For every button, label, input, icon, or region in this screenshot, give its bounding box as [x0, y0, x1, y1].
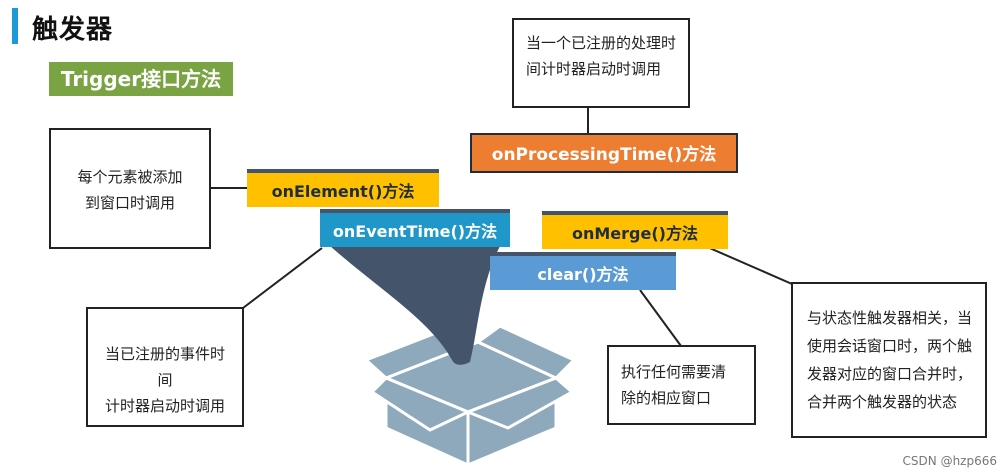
note-processing-time: 当一个已注册的处理时 间计时器启动时调用 [512, 18, 690, 108]
note-line: 间计时器启动时调用 [526, 60, 662, 78]
note-line: 发器对应的窗口合并时， [807, 365, 973, 383]
note-line: 合并两个触发器的状态 [807, 393, 958, 411]
watermark: CSDN @hzp666 [902, 454, 997, 468]
title-accent-bar [12, 8, 18, 44]
note-line: 当已注册的事件时间 [104, 345, 225, 389]
connector-event-time [242, 247, 323, 309]
note-line: 每个元素被添加 [77, 168, 183, 186]
connector-clear [639, 289, 682, 347]
note-line: 除的相应窗口 [621, 389, 712, 407]
method-on-processing-time: onProcessingTime()方法 [470, 133, 738, 173]
note-line: 当一个已注册的处理时 [526, 34, 677, 52]
note-line: 到窗口时调用 [84, 194, 175, 212]
note-merge: 与状态性触发器相关，当 使用会话窗口时，两个触 发器对应的窗口合并时， 合并两个… [791, 282, 987, 438]
connector-merge [704, 245, 793, 285]
note-line: 执行任何需要清 [621, 363, 727, 381]
method-on-event-time: onEventTime()方法 [320, 209, 510, 247]
note-event-time: 当已注册的事件时间 计时器启动时调用 [86, 307, 244, 427]
note-clear: 执行任何需要清 除的相应窗口 [607, 345, 756, 425]
funnel-shape [330, 246, 500, 365]
method-clear: clear()方法 [490, 252, 676, 290]
note-line: 计时器启动时调用 [104, 397, 225, 415]
section-subtitle: Trigger接口方法 [49, 62, 233, 96]
method-on-element: onElement()方法 [247, 169, 439, 207]
method-on-merge: onMerge()方法 [542, 211, 728, 249]
note-line: 与状态性触发器相关，当 [807, 309, 973, 327]
note-element: 每个元素被添加 到窗口时调用 [49, 128, 211, 249]
note-line: 使用会话窗口时，两个触 [807, 337, 973, 355]
page-title: 触发器 [32, 15, 114, 45]
